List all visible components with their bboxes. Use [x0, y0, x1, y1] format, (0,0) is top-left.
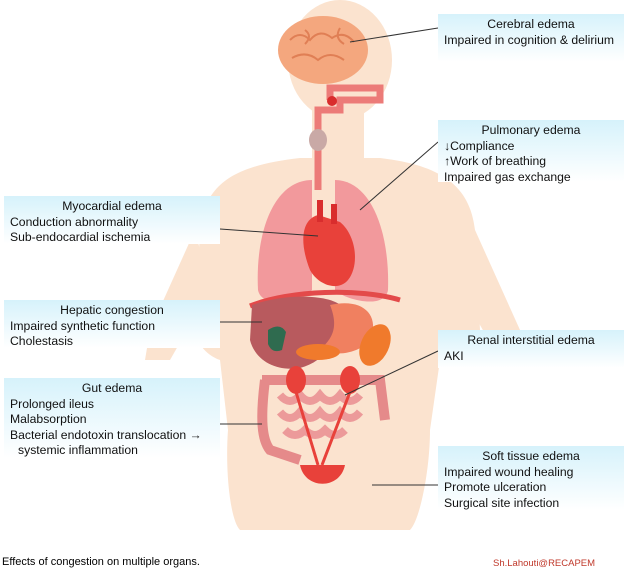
callout-soft-tissue-edema: Soft tissue edema Impaired wound healing…: [438, 446, 624, 510]
credit-text: Sh.Lahouti@RECAPEM: [493, 558, 596, 569]
callout-line: systemic inflammation: [18, 443, 138, 457]
callout-line: Malabsorption: [10, 412, 87, 426]
callout-line: Bacterial endotoxin translocation →: [10, 427, 202, 442]
callout-title: Soft tissue edema: [482, 449, 580, 463]
callout-cerebral-edema: Cerebral edema Impaired in cognition & d…: [438, 14, 624, 62]
callout-hepatic-congestion: Hepatic congestion Impaired synthetic fu…: [4, 300, 220, 348]
callout-title: Renal interstitial edema: [467, 333, 595, 347]
callout-line: Impaired wound healing: [444, 464, 574, 479]
callout-title: Cerebral edema: [487, 17, 575, 31]
diaphragm: [249, 289, 401, 309]
callout-line: Impaired in cognition & delirium: [444, 32, 615, 47]
callout-line: Promote ulceration: [444, 480, 547, 494]
kidney-icon: [359, 324, 391, 366]
callout-title: Gut edema: [81, 381, 143, 395]
callout-gut-edema: Gut edema Prolonged ileus Malabsorption …: [4, 378, 220, 458]
heart-icon: [303, 200, 355, 287]
airway-tube: [309, 84, 384, 190]
callout-line: Impaired gas exchange: [444, 169, 571, 184]
callout-line: Cholestasis: [10, 334, 73, 348]
callout-line: Sub-endocardial ischemia: [10, 230, 151, 244]
callout-title: Myocardial edema: [62, 199, 162, 213]
callout-title: Hepatic congestion: [60, 303, 164, 317]
callout-renal-interstitial-edema: Renal interstitial edema AKI: [438, 330, 624, 368]
callout-line: Conduction abnormality: [10, 214, 139, 229]
stomach-icon: [320, 303, 374, 354]
pancreas-icon: [296, 344, 340, 360]
callout-line: ↑Work of breathing: [444, 154, 547, 168]
callout-myocardial-edema: Myocardial edema Conduction abnormality …: [4, 196, 220, 244]
figure-caption: Effects of congestion on multiple organs…: [2, 556, 200, 568]
intestines-icon: [257, 366, 390, 484]
brain-icon: [278, 16, 368, 84]
callout-title: Pulmonary edema: [481, 123, 581, 137]
callout-line: Prolonged ileus: [10, 396, 95, 411]
leader-lines: [219, 27, 439, 486]
callout-line: Impaired synthetic function: [10, 318, 155, 333]
callout-line: ↓Compliance: [444, 138, 515, 153]
callout-line: Surgical site infection: [444, 495, 560, 510]
callout-line: AKI: [444, 348, 464, 363]
callout-pulmonary-edema: Pulmonary edema ↓Compliance ↑Work of bre…: [438, 120, 624, 184]
